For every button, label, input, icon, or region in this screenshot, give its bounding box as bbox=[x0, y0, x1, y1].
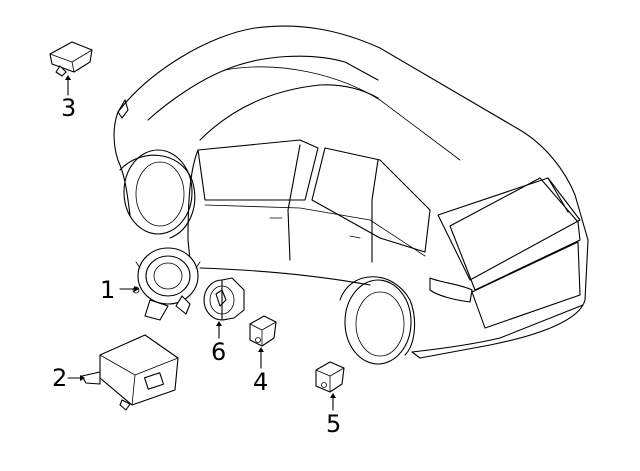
callout-arrows bbox=[65, 75, 336, 411]
callout-2: 2 bbox=[52, 364, 67, 392]
airbag-module-part[interactable] bbox=[81, 334, 179, 411]
callout-1: 1 bbox=[100, 276, 115, 304]
callout-6: 6 bbox=[211, 338, 226, 366]
impact-sensor-part-3[interactable] bbox=[49, 41, 93, 77]
impact-sensor-part-5[interactable] bbox=[315, 361, 345, 393]
callout-4: 4 bbox=[253, 368, 268, 396]
vehicle-illustration bbox=[113, 25, 589, 365]
callout-3: 3 bbox=[61, 94, 76, 122]
clockspring-part[interactable] bbox=[127, 247, 201, 321]
occupant-switch-part[interactable] bbox=[203, 277, 245, 321]
callout-5: 5 bbox=[326, 410, 341, 438]
impact-sensor-part-4[interactable] bbox=[249, 315, 277, 347]
